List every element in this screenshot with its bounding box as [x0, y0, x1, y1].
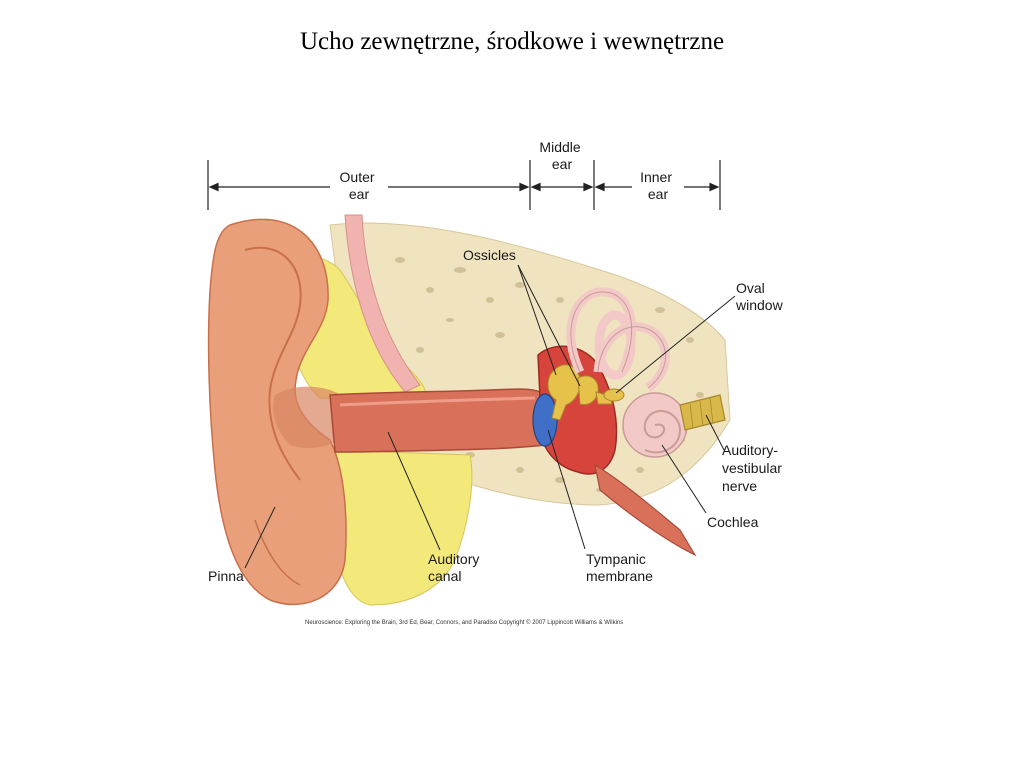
semicircular-canals-outline	[570, 291, 666, 389]
ossicles-shape	[547, 364, 613, 421]
leader-ossicles-2	[517, 264, 581, 387]
auditory-canal-highlight	[339, 396, 536, 407]
leader-nerve	[705, 414, 725, 451]
label-cochlea: Cochlea	[707, 514, 759, 530]
outer-ear-arrowhead-right	[519, 182, 530, 192]
tympanic-membrane-shape	[532, 393, 558, 447]
section-dividers	[207, 160, 721, 210]
label-auditory-canal: Auditory canal	[428, 551, 483, 584]
skin-strip	[344, 214, 421, 393]
leader-cochlea	[661, 444, 707, 514]
inner-ear-arrowhead-right	[709, 182, 720, 192]
label-ossicles: Ossicles	[463, 247, 516, 263]
slide-title: Ucho zewnętrzne, środkowe i wewnętrzne	[299, 28, 725, 55]
middle-ear-arrowhead-left	[530, 182, 541, 192]
leader-lines	[244, 264, 736, 569]
pinna-helix-fold	[244, 246, 302, 481]
eustachian-tube	[594, 463, 697, 557]
nerve-fibers	[689, 397, 714, 429]
middle-ear-arrowhead-right	[583, 182, 594, 192]
label-oval-window: Oval window	[735, 280, 784, 313]
auditory-nerve-shape	[679, 394, 726, 431]
label-pinna: Pinna	[208, 568, 244, 584]
leader-canal	[387, 431, 441, 551]
label-tympanic-membrane: Tympanic membrane	[586, 551, 653, 584]
oval-window-shape	[603, 388, 625, 402]
label-inner-ear: Inner ear	[640, 169, 676, 202]
label-auditory-vestibular-nerve: Auditory- vestibular nerve	[722, 442, 786, 494]
ear-illustration	[207, 214, 731, 606]
outer-ear-arrowhead-left	[208, 182, 219, 192]
leader-oval-window	[615, 295, 736, 394]
cochlea-shape	[622, 392, 688, 458]
leader-tympanic	[547, 429, 586, 550]
label-middle-ear: Middle ear	[539, 139, 584, 172]
inner-ear-arrowhead-left	[594, 182, 605, 192]
leader-ossicles-1	[517, 264, 557, 376]
label-outer-ear: Outer ear	[340, 169, 379, 202]
figure-credit: Neuroscience: Exploring the Brain, 3rd E…	[305, 619, 623, 626]
leader-pinna	[244, 506, 276, 569]
pinna-lobe-fold	[254, 519, 301, 586]
